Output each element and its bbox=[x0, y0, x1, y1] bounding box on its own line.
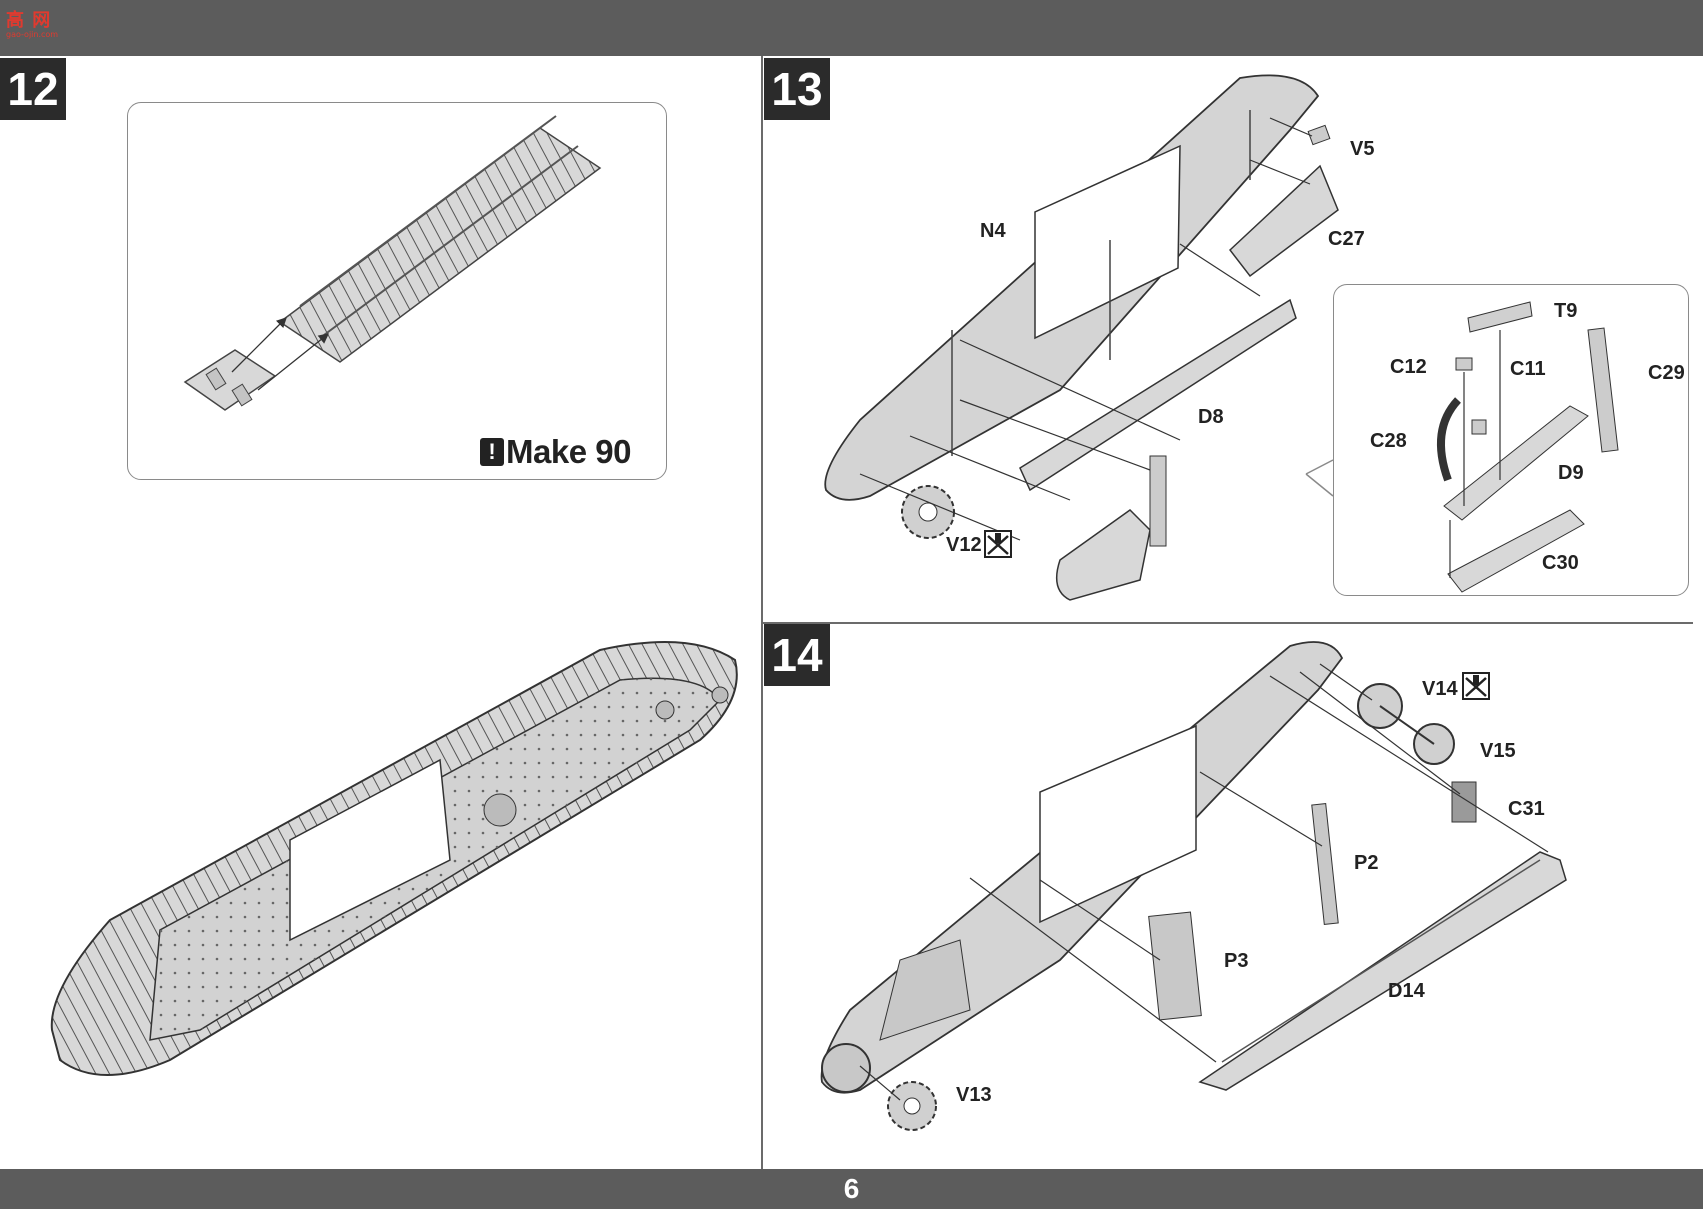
step-12-badge: 12 bbox=[0, 58, 66, 120]
part-label-v5: V5 bbox=[1350, 138, 1375, 160]
hull-hub bbox=[483, 793, 517, 827]
single-track-link bbox=[183, 349, 277, 411]
part-p3 bbox=[1148, 911, 1202, 1021]
attach-line bbox=[1179, 243, 1261, 297]
attach-arrow bbox=[257, 333, 330, 391]
sponson-assembly bbox=[879, 939, 971, 1041]
sponson-plate bbox=[1149, 455, 1167, 547]
step-13-badge: 13 bbox=[764, 58, 830, 120]
hull-hub bbox=[821, 1043, 871, 1093]
no-glue-icon bbox=[1462, 672, 1490, 700]
part-label-c11: C11 bbox=[1510, 358, 1546, 380]
attach-line bbox=[959, 399, 1151, 471]
attach-line bbox=[959, 339, 1181, 441]
part-label-v13: V13 bbox=[956, 1084, 992, 1106]
track-strip bbox=[278, 115, 602, 363]
step-14-badge: 14 bbox=[764, 624, 830, 686]
part-label-p2: P2 bbox=[1354, 852, 1379, 874]
part-c28 bbox=[1436, 397, 1462, 482]
step-12-track-links bbox=[183, 115, 602, 411]
attach-line bbox=[1269, 117, 1313, 137]
part-label-d9: D9 bbox=[1558, 462, 1584, 484]
part-label-c28: C28 bbox=[1370, 430, 1407, 452]
step-14-assembly bbox=[820, 641, 1567, 1131]
header-band bbox=[0, 0, 1703, 56]
part-d9 bbox=[1443, 405, 1589, 521]
hull-hub bbox=[711, 686, 729, 704]
no-glue-icon bbox=[984, 530, 1012, 558]
page-number: 6 bbox=[843, 1173, 860, 1204]
footer-band bbox=[0, 1169, 1703, 1209]
attach-arrow bbox=[231, 317, 287, 373]
assembled-hull-with-tracks bbox=[50, 641, 738, 1076]
hull-window bbox=[1039, 724, 1197, 924]
part-t9 bbox=[1467, 301, 1533, 333]
part-v5 bbox=[1307, 124, 1331, 146]
part-c11 bbox=[1471, 419, 1487, 435]
hull-hub bbox=[655, 700, 675, 720]
part-label-v14: V14 bbox=[1422, 678, 1458, 700]
part-label-c30: C30 bbox=[1542, 552, 1579, 574]
make-quantity-label: ! Make 90 bbox=[480, 432, 631, 472]
attach-line bbox=[1249, 159, 1311, 185]
part-label-v12: V12 bbox=[946, 534, 982, 556]
attach-line bbox=[909, 435, 1071, 501]
part-label-v15: V15 bbox=[1480, 740, 1516, 762]
step-13-assembly bbox=[824, 74, 1619, 601]
side-panel-window bbox=[1034, 144, 1181, 340]
part-c31 bbox=[1451, 781, 1477, 823]
part-p2 bbox=[1311, 803, 1339, 925]
horizontal-divider bbox=[763, 622, 1693, 624]
vertical-divider bbox=[761, 56, 763, 1169]
watermark-logo: 高 网 gao-ojin.com bbox=[6, 10, 59, 39]
part-c30 bbox=[1447, 509, 1585, 593]
part-label-c12: C12 bbox=[1390, 356, 1427, 378]
part-label-c31: C31 bbox=[1508, 798, 1545, 820]
hull-side-opening bbox=[289, 758, 451, 942]
attach-line bbox=[859, 473, 1021, 541]
part-label-n4: N4 bbox=[980, 220, 1006, 242]
part-label-t9: T9 bbox=[1554, 300, 1578, 322]
part-label-c29: C29 bbox=[1648, 362, 1685, 384]
part-c12 bbox=[1455, 357, 1473, 371]
sponson-parts bbox=[1055, 509, 1151, 601]
part-c27 bbox=[1228, 164, 1339, 278]
part-label-d14: D14 bbox=[1388, 980, 1425, 1002]
exclamation-icon: ! bbox=[480, 438, 504, 466]
part-c29 bbox=[1587, 327, 1619, 453]
part-label-d8: D8 bbox=[1198, 406, 1224, 428]
part-label-c27: C27 bbox=[1328, 228, 1365, 250]
part-d14 bbox=[1198, 851, 1567, 1091]
part-label-p3: P3 bbox=[1224, 950, 1249, 972]
